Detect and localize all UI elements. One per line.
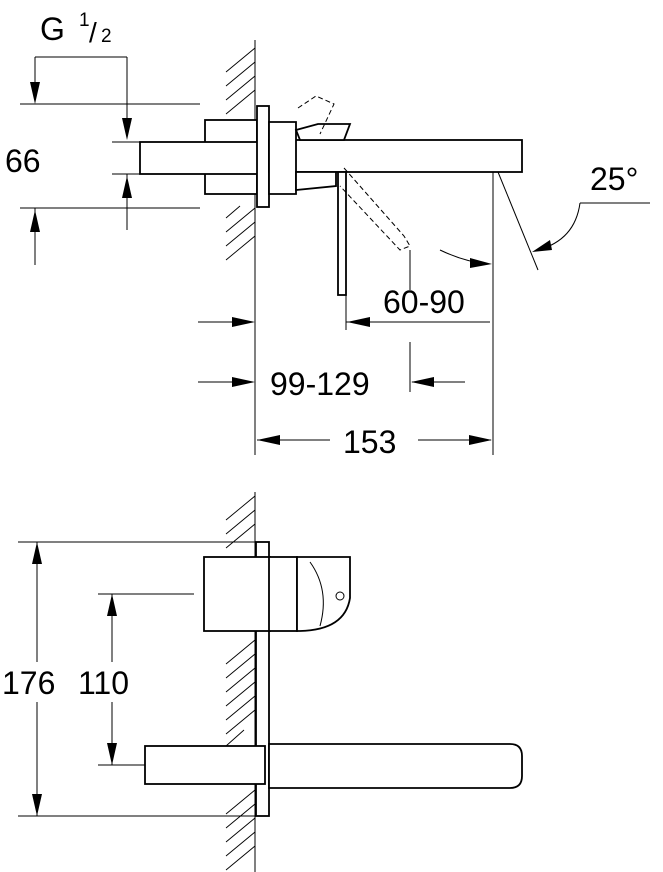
dimension-99-129: 99-129 xyxy=(270,366,370,402)
spout xyxy=(268,139,523,173)
lever-handle xyxy=(294,123,352,141)
dimension-110-lines xyxy=(98,593,194,766)
top-view: G 1 / 2 66 25° 60-90 xyxy=(5,10,650,460)
bottom-view: 176 110 xyxy=(2,492,523,872)
dimension-176-lines xyxy=(18,541,256,817)
dimension-110: 110 xyxy=(78,665,129,701)
lever-alt-position-dashed xyxy=(297,95,335,135)
dimension-99-129-lines xyxy=(198,265,465,455)
spout-front xyxy=(268,743,523,789)
pipe-stub xyxy=(139,141,259,175)
dimension-153-lines xyxy=(257,435,492,445)
handle-indicator-dot xyxy=(335,591,345,601)
wall-plate xyxy=(256,105,270,208)
thread-numerator: 1 xyxy=(79,10,90,31)
lever-stem xyxy=(337,171,347,296)
dimension-153: 153 xyxy=(343,424,396,460)
dimension-60-90-lines xyxy=(345,250,490,330)
spout-pipe xyxy=(144,745,266,785)
thread-slash: / xyxy=(89,17,97,48)
dimension-60-90: 60-90 xyxy=(383,284,465,320)
thread-letter: G xyxy=(40,11,65,47)
thread-dimension xyxy=(30,56,132,265)
wall-hatching-lower xyxy=(225,495,256,871)
dimension-176: 176 xyxy=(2,665,55,701)
lever-base xyxy=(268,121,297,195)
handle-lever xyxy=(296,556,351,632)
angle-dimension xyxy=(439,171,650,455)
handle-collar xyxy=(268,556,298,632)
dimension-angle: 25° xyxy=(590,161,638,197)
dimension-66: 66 xyxy=(5,143,41,179)
lever-lower xyxy=(295,171,337,191)
mixer-block xyxy=(203,556,271,632)
thread-denominator: 2 xyxy=(101,26,112,47)
